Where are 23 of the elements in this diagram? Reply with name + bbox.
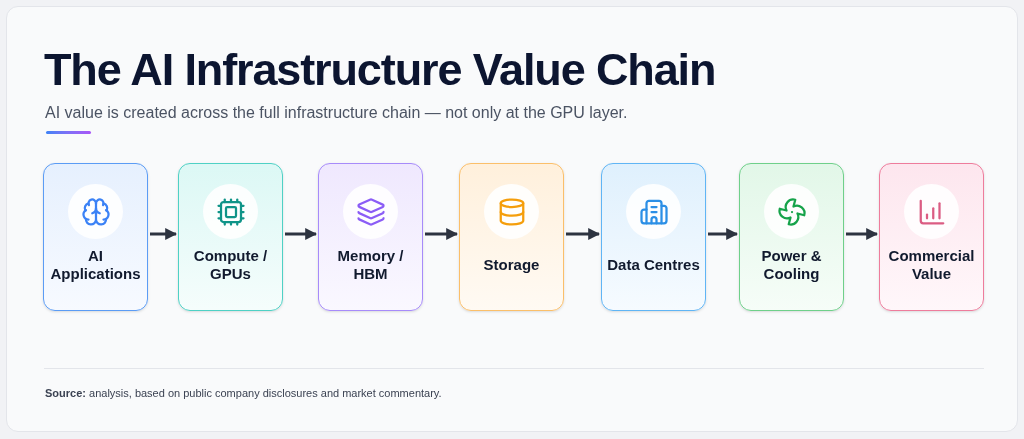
arrow [846,228,879,240]
card-label: Data Centres [606,255,701,275]
process-card [601,163,706,311]
arrow [150,228,178,240]
arrow [708,228,739,240]
process-card [879,163,984,311]
arrow [425,228,459,240]
process-card [178,163,283,311]
process-card [459,163,564,311]
arrow [285,228,318,240]
card-label: Memory / HBM [336,247,405,283]
source-note: Source: analysis, based on public company disclosures and market commentary. [45,386,442,401]
process-card [318,163,423,311]
card-label: Storage [482,255,541,275]
title: The AI Infrastructure Value Chain [44,43,716,97]
subtitle: AI value is created across the full infrastructure chain — not only at the GPU layer. [45,103,628,123]
card-label: Compute / GPUs [192,247,269,283]
card-label: Power & Cooling [760,247,823,283]
process-card [739,163,844,311]
card-label: Commercial Value [887,247,976,283]
card-label: AI Applications [49,247,142,283]
process-card [43,163,148,311]
arrow [566,228,601,240]
